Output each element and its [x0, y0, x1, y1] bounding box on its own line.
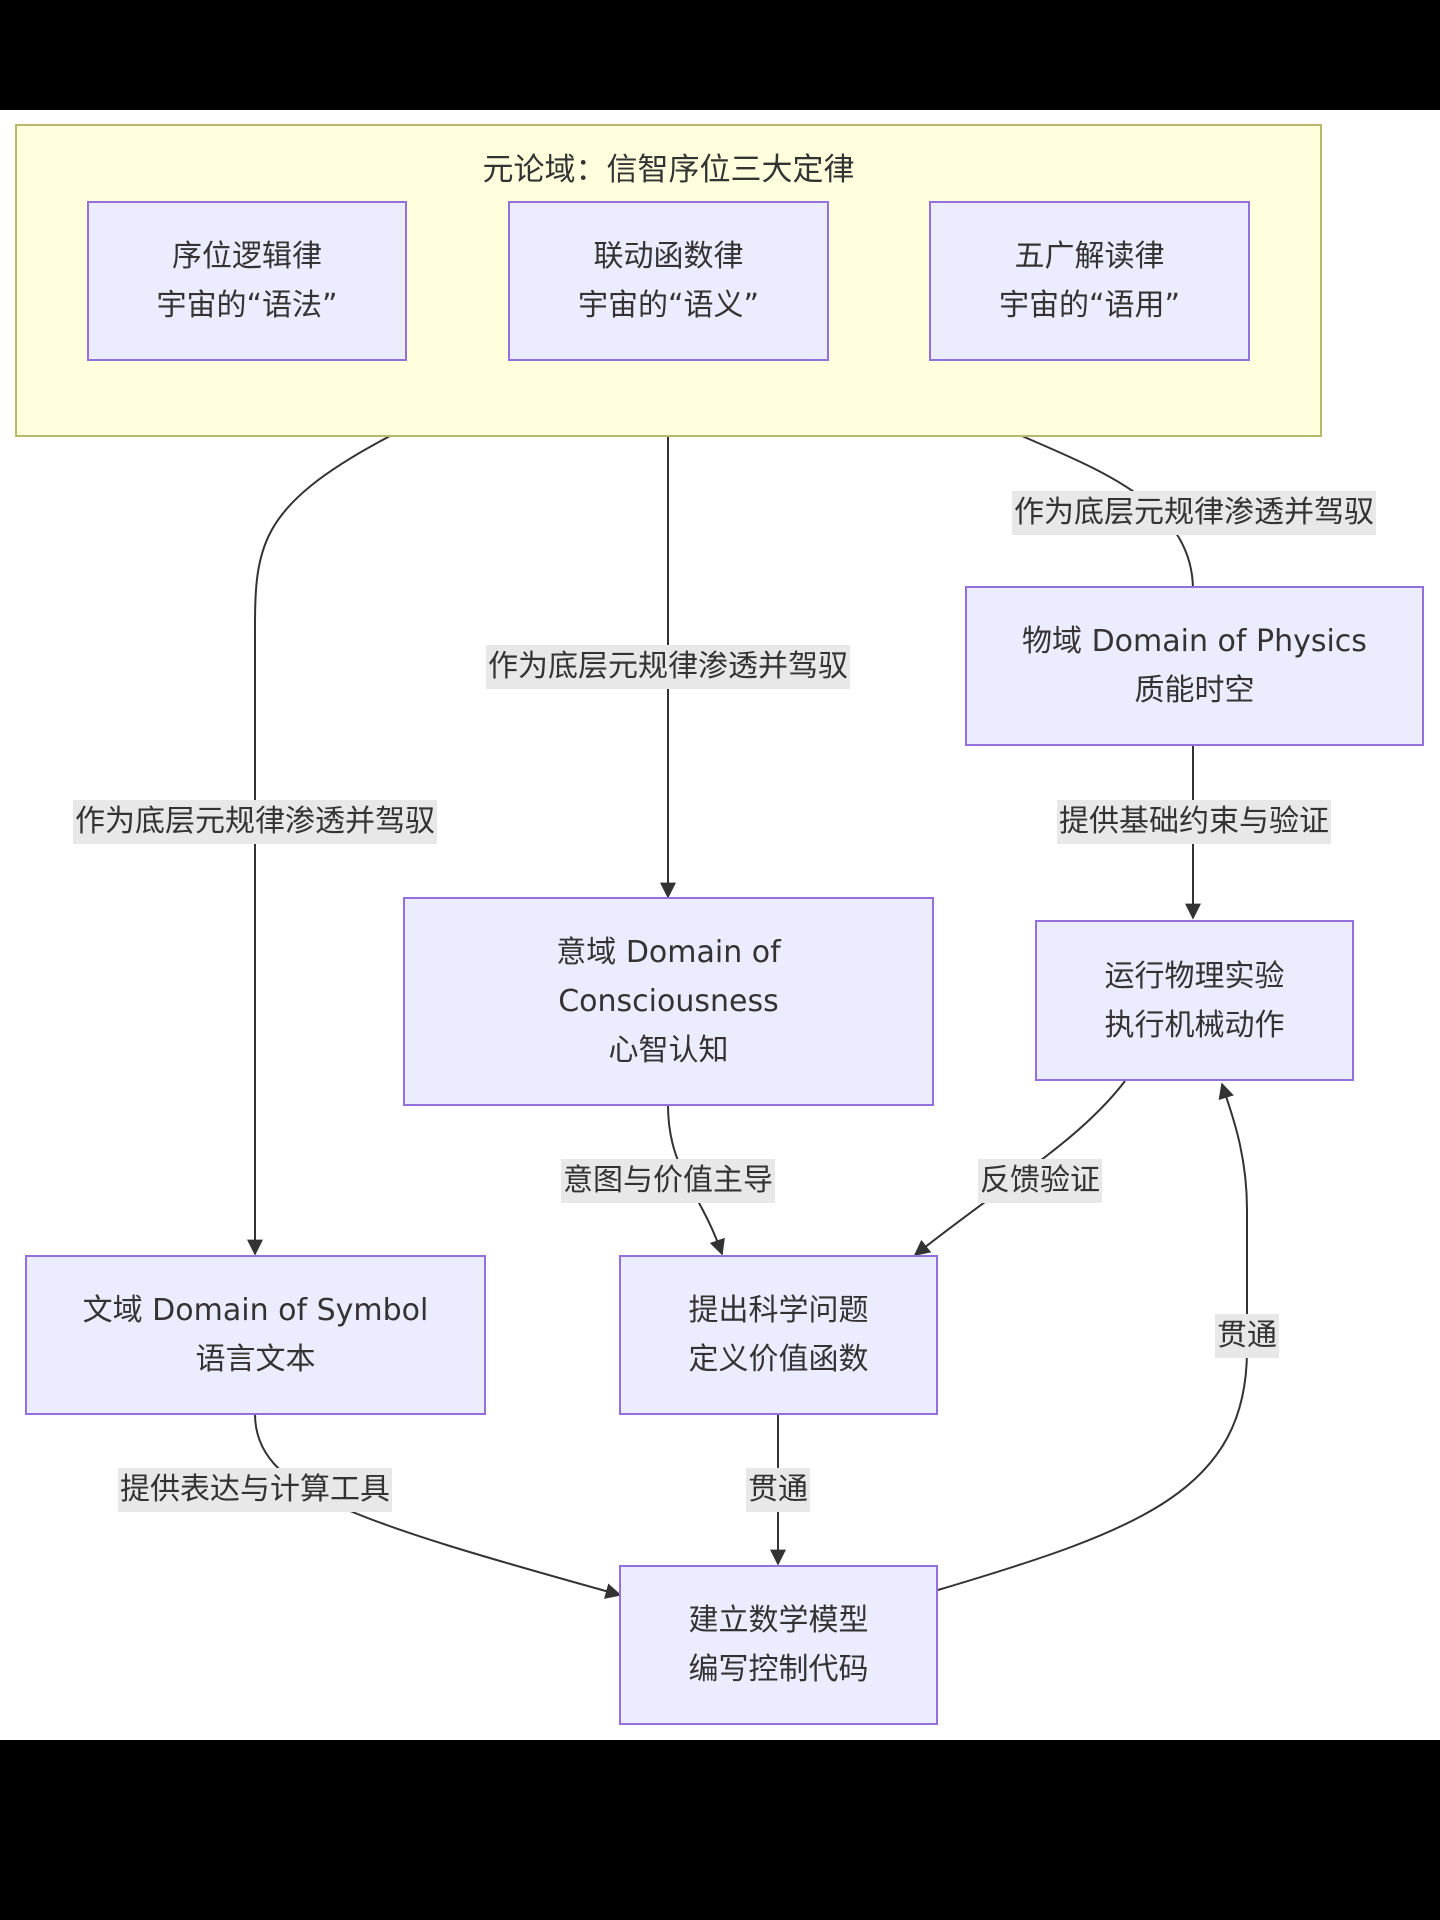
- edge-label-cluster-consciousness: 作为底层元规律渗透并驾驭: [486, 645, 850, 689]
- node-line: 提出科学问题: [688, 1293, 869, 1328]
- node-line: 物域 Domain of Physics: [1022, 624, 1367, 659]
- node-line: 联动函数律: [593, 239, 744, 274]
- node-line: 五广解读律: [1014, 239, 1165, 274]
- node-line: 建立数学模型: [688, 1603, 869, 1638]
- edge-label-physics-experiment: 提供基础约束与验证: [1057, 800, 1331, 844]
- edge-cluster-to-symbol: [247, 435, 391, 1256]
- node-line: 文域 Domain of Symbol: [82, 1293, 429, 1328]
- node-line: 质能时空: [1134, 673, 1255, 708]
- diagram-canvas: 元论域：信智序位三大定律 序位逻辑律 宇宙的“语法” 联动函数律 宇宙的“语义”…: [0, 110, 1440, 1740]
- node-law-reading[interactable]: 五广解读律 宇宙的“语用”: [929, 201, 1250, 361]
- node-line: 执行机械动作: [1104, 1007, 1285, 1043]
- node-physics[interactable]: 物域 Domain of Physics 质能时空: [965, 586, 1424, 746]
- edge-label-cluster-physics: 作为底层元规律渗透并驾驭: [1012, 491, 1376, 535]
- node-model[interactable]: 建立数学模型 编写控制代码: [619, 1565, 938, 1725]
- edge-label-model-experiment: 贯通: [1215, 1314, 1279, 1358]
- node-law-linkage[interactable]: 联动函数律 宇宙的“语义”: [508, 201, 829, 361]
- node-question[interactable]: 提出科学问题 定义价值函数: [619, 1255, 938, 1415]
- node-line: 定义价值函数: [688, 1342, 869, 1377]
- edge-label-question-model: 贯通: [746, 1468, 810, 1512]
- edge-label-consciousness-question: 意图与价值主导: [561, 1159, 775, 1203]
- node-experiment[interactable]: 运行物理实验 执行机械动作: [1035, 920, 1354, 1081]
- node-line: 运行物理实验: [1104, 958, 1285, 994]
- node-line: 序位逻辑律: [172, 239, 322, 274]
- cluster-title: 元论域：信智序位三大定律: [482, 152, 855, 188]
- node-line: 宇宙的“语法”: [156, 288, 338, 323]
- node-line: 编写控制代码: [688, 1652, 869, 1687]
- node-line: 心智认知: [608, 1033, 729, 1068]
- node-consciousness[interactable]: 意域 Domain of Consciousness 心智认知: [403, 897, 934, 1106]
- node-law-order[interactable]: 序位逻辑律 宇宙的“语法”: [87, 201, 407, 361]
- node-line: 语言文本: [195, 1342, 316, 1377]
- node-symbol[interactable]: 文域 Domain of Symbol 语言文本: [25, 1255, 486, 1415]
- node-line: 意域 Domain of: [556, 935, 781, 970]
- edge-label-symbol-model: 提供表达与计算工具: [118, 1468, 392, 1512]
- node-line: 宇宙的“语义”: [577, 288, 760, 323]
- edge-model-to-experiment: [937, 1082, 1248, 1591]
- node-line: Consciousness: [558, 984, 779, 1019]
- edge-label-experiment-question: 反馈验证: [978, 1159, 1102, 1203]
- node-line: 宇宙的“语用”: [998, 288, 1181, 323]
- edge-label-cluster-symbol: 作为底层元规律渗透并驾驭: [73, 800, 437, 844]
